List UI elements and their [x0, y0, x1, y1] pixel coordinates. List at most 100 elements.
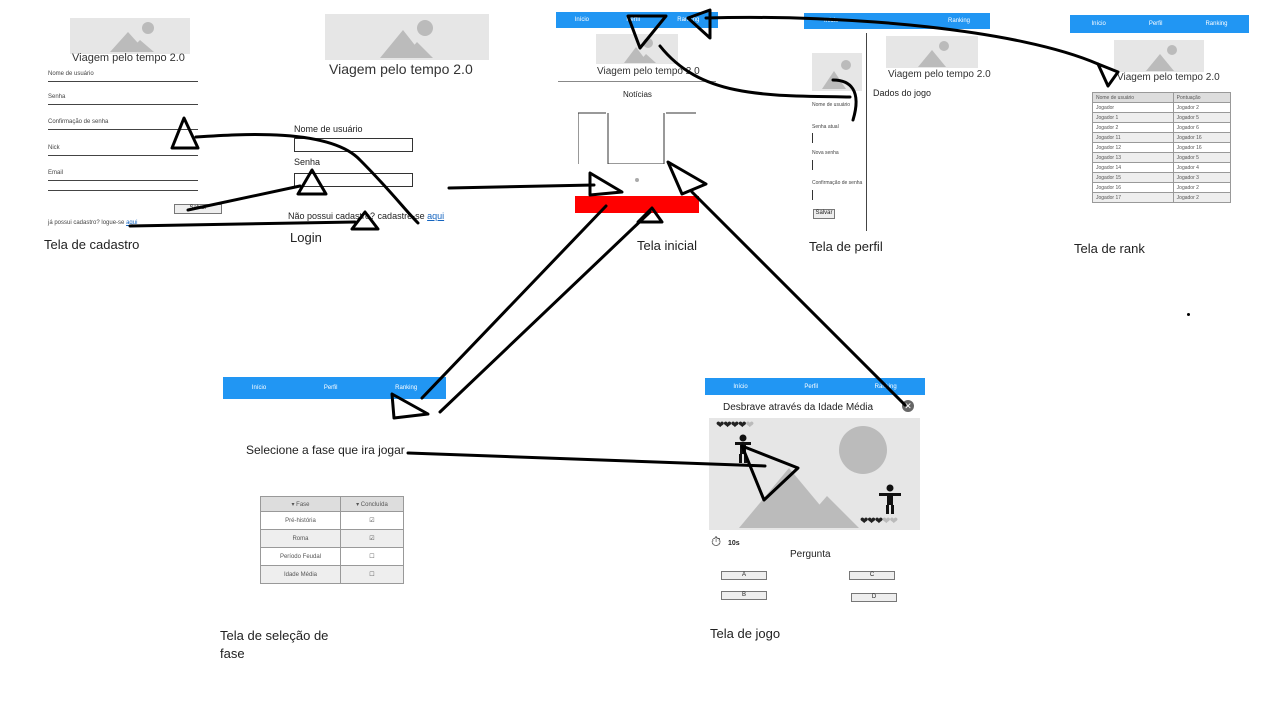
- app-title: Viagem pelo tempo 2.0: [329, 61, 473, 77]
- unchecked-checkbox[interactable]: ☐: [339, 565, 405, 584]
- arrow-inicial-to-fase: [390, 204, 664, 420]
- arrow-fase-to-jogo: [406, 444, 800, 502]
- field-label: Email: [48, 170, 64, 176]
- image-placeholder-icon: [110, 22, 154, 52]
- field-label: Nova senha: [812, 150, 839, 156]
- caption-cadastro: Tela de cadastro: [44, 237, 140, 252]
- nav-item-perfil[interactable]: Perfil: [1148, 21, 1163, 27]
- field-label: Nick: [48, 145, 60, 151]
- nav-item-inicio[interactable]: Início: [824, 18, 839, 24]
- answer-button-b[interactable]: B: [721, 591, 767, 600]
- table-row[interactable]: Roma☑: [260, 529, 405, 548]
- arrow-inicial-to-perfil: [626, 14, 858, 122]
- arrow-cadastro-to-login: [170, 116, 420, 225]
- heart-icon: ❤: [867, 516, 875, 527]
- arrow-perfil-to-rank: [686, 8, 1120, 88]
- game-heading: Desbrave através da Idade Média: [723, 402, 874, 413]
- heart-icon: ❤: [874, 516, 883, 527]
- news-carousel[interactable]: [577, 112, 696, 165]
- phase-name[interactable]: Idade Média: [260, 565, 341, 584]
- caption-fase: Tela de seleção de fase: [220, 628, 329, 661]
- arrow-login-to-inicial: [447, 171, 624, 197]
- divider: [558, 81, 716, 82]
- signup-prompt-text: Não possui cadastro? cadastre-se: [288, 211, 425, 221]
- enemy-character-icon: [878, 484, 902, 519]
- arrow-inicial-to-jogo: [666, 160, 907, 407]
- heart-icon: ❤: [723, 420, 731, 431]
- current-password-input[interactable]: [812, 133, 813, 143]
- enemy-hearts: ❤❤❤❤❤: [860, 516, 898, 527]
- app-title: Viagem pelo tempo 2.0: [1117, 72, 1220, 83]
- logo-image: [70, 18, 190, 54]
- logo-image: [886, 36, 978, 68]
- nav-item-ranking[interactable]: Ranking: [947, 18, 970, 24]
- scene-illustration: [739, 426, 887, 528]
- password-field[interactable]: [48, 104, 198, 105]
- caption-jogo: Tela de jogo: [710, 626, 781, 641]
- nav-item-ranking[interactable]: Ranking: [1205, 21, 1228, 27]
- signup-prompt: Não possui cadastro? cadastre-se aqui: [288, 211, 444, 221]
- app-title: Viagem pelo tempo 2.0: [597, 66, 700, 77]
- heart-icon: ❤: [889, 516, 898, 527]
- logo-image: [325, 14, 489, 60]
- top-nav: Início Ranking: [804, 13, 990, 29]
- login-prompt-text: já possui cadastro? logue-se: [48, 220, 125, 226]
- vertical-divider: [866, 33, 867, 231]
- email-field[interactable]: [48, 180, 198, 181]
- heart-icon: ❤: [860, 516, 868, 527]
- answer-button-d[interactable]: D: [851, 593, 897, 602]
- heart-icon: ❤: [730, 420, 739, 431]
- caption-rank: Tela de rank: [1074, 241, 1145, 256]
- username-label: Nome de usuário: [294, 124, 363, 134]
- heart-icon: ❤: [738, 420, 746, 431]
- phase-prompt: Selecione a fase que ira jogar: [246, 443, 405, 457]
- table-row[interactable]: Período Feudal☐: [260, 547, 405, 566]
- logo-image: [1114, 40, 1204, 72]
- top-nav: Início Perfil Ranking: [223, 377, 446, 399]
- answer-button-a[interactable]: A: [721, 571, 767, 580]
- signup-link[interactable]: aqui: [427, 211, 445, 221]
- field-label: Senha: [48, 94, 66, 100]
- app-title: Viagem pelo tempo 2.0: [888, 69, 991, 80]
- nav-item-perfil[interactable]: Perfil: [804, 383, 818, 390]
- username-field[interactable]: [48, 81, 198, 82]
- table-row[interactable]: Idade Média☐: [260, 565, 405, 584]
- nav-item-perfil[interactable]: Perfil: [323, 385, 338, 391]
- news-label: Notícias: [623, 90, 652, 99]
- nav-item-inicio[interactable]: Início: [1091, 21, 1106, 27]
- nav-item-perfil[interactable]: Perfil: [626, 17, 640, 23]
- save-button[interactable]: Salvar: [813, 209, 835, 219]
- nav-item-inicio[interactable]: Início: [733, 383, 748, 390]
- confirm-password-field[interactable]: [48, 129, 198, 130]
- new-password-input[interactable]: [812, 160, 813, 170]
- avatar[interactable]: [812, 53, 862, 91]
- field-label: Senha atual: [812, 124, 839, 130]
- caption-inicial: Tela inicial: [637, 238, 697, 253]
- play-button[interactable]: [575, 196, 699, 213]
- game-data-heading: Dados do jogo: [873, 88, 932, 98]
- heart-icon: ❤: [716, 420, 724, 431]
- nick-field[interactable]: [48, 155, 198, 156]
- timer-icon: ⏱: [711, 534, 722, 549]
- phase-table: ▾ Fase ▾ Concluída Pré-história☑ Roma☑ P…: [260, 496, 405, 584]
- caption-perfil: Tela de perfil: [809, 239, 883, 254]
- nav-item-inicio[interactable]: Início: [574, 17, 589, 23]
- answer-button-c[interactable]: C: [849, 571, 895, 580]
- confirm-password-input[interactable]: [812, 190, 813, 200]
- nav-item-inicio[interactable]: Início: [251, 385, 267, 391]
- caption-login: Login: [290, 230, 322, 245]
- image-placeholder-icon: [918, 41, 949, 67]
- nav-item-ranking[interactable]: Ranking: [395, 385, 418, 391]
- carousel-dot[interactable]: [635, 178, 639, 182]
- image-placeholder-icon: [380, 20, 433, 58]
- question-label: Pergunta: [790, 549, 831, 560]
- top-nav: Início Perfil Ranking: [1070, 15, 1249, 33]
- field-label: Nome de usuário: [812, 102, 851, 108]
- field-label: Nome de usuário: [48, 71, 94, 77]
- field-label: Confirmação de senha: [48, 119, 109, 125]
- login-link[interactable]: aqui: [126, 220, 138, 226]
- divider: [48, 190, 198, 191]
